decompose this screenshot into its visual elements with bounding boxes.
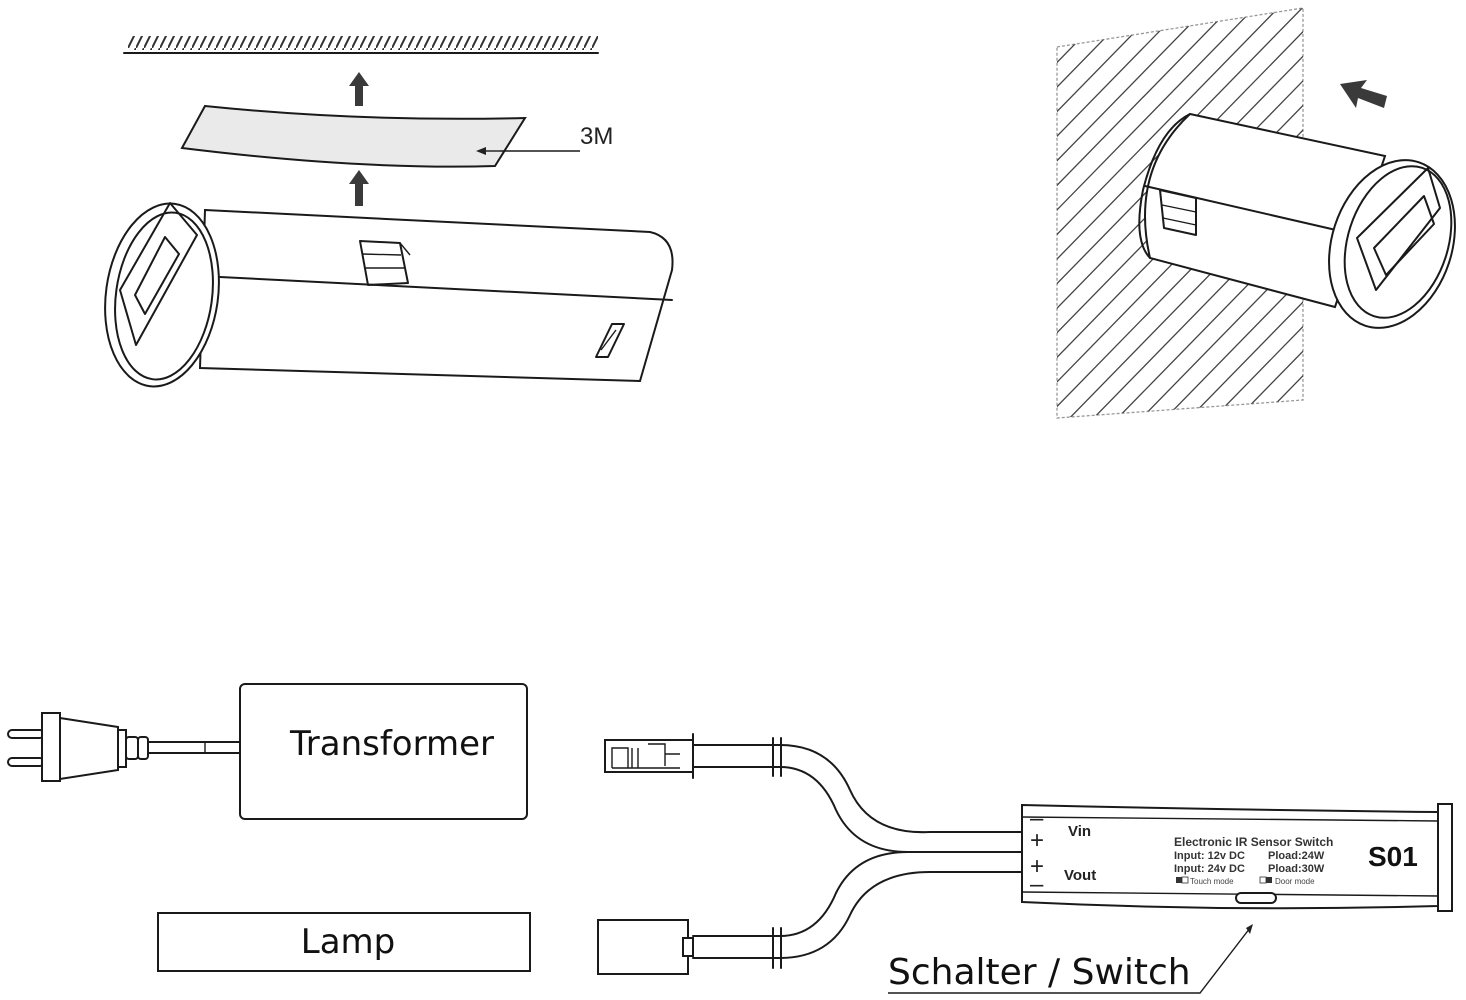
ceiling-surface: [123, 36, 599, 54]
ceiling-mount-figure: 3M: [104, 36, 674, 388]
pin-minus-top: –: [1030, 805, 1044, 832]
mode-switch: [1159, 189, 1197, 236]
wall-hatch-line: [1057, 8, 1095, 418]
power-plug: [7, 712, 149, 782]
sensor-body-wall: [1138, 112, 1456, 329]
wall-hatch-line: [1057, 8, 1239, 418]
wall-hatch-line: [1225, 8, 1303, 418]
wall-hatch-line: [1057, 8, 1167, 418]
ir-sensor-switch-module: – + + – Vin Vout Electronic IR Sensor Sw…: [1021, 803, 1453, 912]
adhesive-tape: [180, 104, 527, 168]
touch-mode-indicator: Touch mode: [1176, 876, 1234, 886]
wall-hatch-line: [1057, 8, 1191, 418]
door-mode-label: Door mode: [1275, 877, 1315, 886]
wall-hatch-line: [1129, 8, 1303, 418]
output-connector: [597, 919, 694, 975]
switch-cable-lower: [692, 851, 1023, 969]
vin-label: Vin: [1068, 823, 1091, 840]
model-label: S01: [1368, 841, 1418, 872]
switch-caption: Schalter / Switch: [888, 924, 1253, 994]
wall-hatch-line: [1057, 8, 1143, 418]
sensor-body: [104, 202, 674, 388]
wall-hatch-line: [1201, 8, 1303, 418]
wall-mount-figure: [1056, 7, 1456, 419]
wall-hatch-line: [1105, 8, 1303, 418]
spec-input-12v: Input: 12v DC: [1174, 850, 1245, 862]
wall-hatch-line: [1057, 8, 1303, 418]
lamp-box: Lamp: [157, 912, 531, 972]
spec-load-24w: Pload:24W: [1268, 850, 1325, 862]
wiring-diagram: Transformer Lamp: [7, 683, 1453, 994]
spec-load-30w: Pload:30W: [1268, 863, 1325, 875]
wall-hatch-line: [1177, 8, 1303, 418]
pin-plus-top: +: [1030, 827, 1044, 854]
arrow-up-icon: [349, 72, 369, 106]
arrow-up-icon: [349, 170, 369, 206]
switch-caption-text: Schalter / Switch: [888, 952, 1191, 993]
transformer-box: Transformer: [239, 683, 528, 820]
switch-title: Electronic IR Sensor Switch: [1174, 835, 1333, 849]
arrow-left-icon: [1340, 80, 1387, 108]
lamp-label: Lamp: [301, 922, 395, 962]
wall-hatch-line: [1057, 8, 1071, 418]
wall-hatch-line: [1057, 8, 1303, 418]
tape-label-pointer: [476, 147, 580, 155]
spec-input-24v: Input: 24v DC: [1174, 863, 1245, 875]
transformer-cable: [147, 741, 241, 754]
touch-mode-label: Touch mode: [1190, 877, 1234, 886]
transformer-label: Transformer: [289, 724, 494, 764]
vout-label: Vout: [1064, 867, 1096, 884]
wall-hatch-line: [1057, 8, 1119, 418]
wall-hatch-line: [1057, 8, 1287, 418]
wall-hatch-line: [1153, 8, 1303, 418]
door-mode-indicator: Door mode: [1259, 876, 1315, 886]
switch-cable-upper: [692, 737, 1023, 853]
input-connector: [604, 733, 694, 779]
mode-switch: [359, 240, 411, 286]
wall-hatch-line: [1057, 8, 1263, 418]
pin-plus-bottom: +: [1030, 853, 1044, 880]
wall-hatch-line: [1057, 8, 1215, 418]
pin-minus-bottom: –: [1030, 871, 1044, 898]
tape-label: 3M: [580, 123, 613, 150]
cable-port: [595, 323, 625, 358]
